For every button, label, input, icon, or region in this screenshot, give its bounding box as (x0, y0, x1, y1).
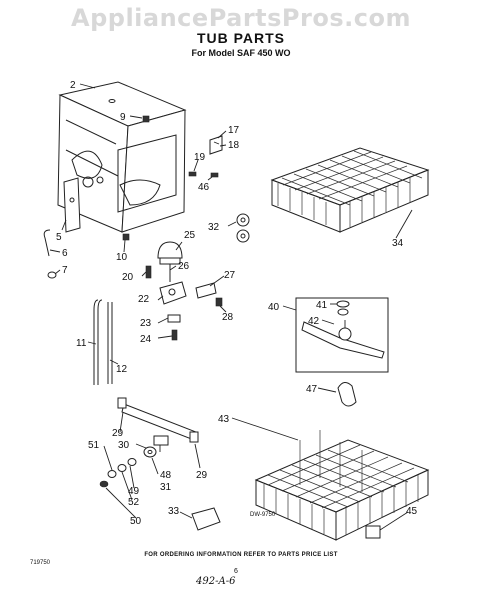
washer-part-7[interactable] (47, 271, 57, 279)
callout-29-top: 29 (112, 428, 124, 439)
callout-6: 6 (62, 248, 68, 259)
callout-45: 45 (406, 506, 418, 517)
washer-part-49[interactable] (127, 458, 137, 466)
bar-part-30[interactable] (117, 397, 199, 443)
callout-34: 34 (392, 238, 404, 249)
spray-arm-box (295, 297, 389, 373)
float-part-25[interactable] (157, 241, 183, 265)
callout-5: 5 (56, 232, 62, 243)
washer-part-50[interactable] (99, 480, 109, 488)
model-subtitle: For Model SAF 450 WO (191, 48, 291, 58)
lower-rack-part-43[interactable] (254, 430, 430, 541)
callout-50: 50 (130, 516, 142, 527)
callout-10: 10 (116, 252, 128, 263)
handwritten-note: 492-A-6 (196, 576, 236, 587)
callout-33: 33 (168, 506, 180, 517)
gasket-part-11[interactable] (93, 299, 103, 385)
support-part-47[interactable] (337, 382, 357, 407)
screw-part-20[interactable] (145, 265, 152, 279)
gasket-part-12[interactable] (107, 302, 113, 384)
callout-2: 2 (70, 80, 76, 91)
callout-41: 41 (316, 300, 328, 311)
switch-part-22[interactable] (159, 281, 187, 305)
screw-part-46[interactable] (210, 172, 219, 178)
hook-part-6[interactable] (43, 229, 51, 257)
spray-arm-part-42[interactable] (301, 320, 385, 359)
callout-11: 11 (76, 338, 87, 349)
clip-part-45[interactable] (365, 525, 381, 539)
callout-51: 51 (88, 440, 100, 451)
callout-28: 28 (222, 312, 234, 323)
clip-part-27[interactable] (195, 282, 217, 299)
callout-32: 32 (208, 222, 220, 233)
screw-part-28[interactable] (215, 297, 223, 307)
ordering-note: FOR ORDERING INFORMATION REFER TO PARTS … (144, 552, 338, 558)
screw-part-24[interactable] (171, 329, 178, 341)
callout-19: 19 (194, 152, 206, 163)
callout-9: 9 (120, 112, 126, 123)
spray-arm-nut-part-41[interactable] (336, 300, 350, 316)
callout-23: 23 (140, 318, 152, 329)
callout-7: 7 (62, 265, 68, 276)
callout-24: 24 (140, 334, 152, 345)
nozzle-part-48[interactable] (153, 435, 169, 446)
callout-31: 31 (160, 482, 172, 493)
callout-47: 47 (306, 384, 318, 395)
upper-rack-part-34[interactable] (270, 147, 430, 233)
callout-49: 49 (128, 486, 140, 497)
callout-22: 22 (138, 294, 150, 305)
callout-52: 52 (128, 497, 140, 508)
screw-part-10[interactable] (122, 233, 130, 241)
callout-48: 48 (160, 470, 172, 481)
washer-part-51[interactable] (107, 470, 117, 478)
nut-part-23[interactable] (167, 314, 181, 323)
bracket-part-17-18[interactable] (209, 135, 223, 155)
nut-part-31[interactable] (143, 446, 157, 458)
hinge-part-5[interactable] (63, 177, 81, 233)
callout-43: 43 (218, 414, 230, 425)
callout-46: 46 (198, 182, 210, 193)
screw-part-9[interactable] (142, 115, 150, 123)
document-code: 719750 (30, 560, 51, 566)
callout-26: 26 (178, 261, 190, 272)
page-title: TUB PARTS (196, 30, 286, 46)
screw-part-19[interactable] (188, 171, 197, 177)
page-number: 6 (234, 568, 238, 575)
callout-42: 42 (308, 316, 320, 327)
callout-20: 20 (122, 272, 134, 283)
clip-part-33[interactable] (191, 507, 221, 531)
tub-part[interactable] (57, 81, 187, 233)
callout-12: 12 (116, 364, 128, 375)
callout-27: 27 (224, 270, 236, 281)
callout-25: 25 (184, 230, 196, 241)
callout-29-right: 29 (196, 470, 208, 481)
watermark-text: AppliancePartsPros.com (71, 4, 411, 32)
callout-18: 18 (228, 140, 240, 151)
roller-part-32[interactable] (236, 213, 250, 243)
callout-17: 17 (228, 125, 240, 136)
callout-40: 40 (268, 302, 280, 313)
washer-part-52[interactable] (117, 464, 127, 472)
callout-30: 30 (118, 440, 130, 451)
drawing-code: DW-9750 (250, 512, 276, 518)
